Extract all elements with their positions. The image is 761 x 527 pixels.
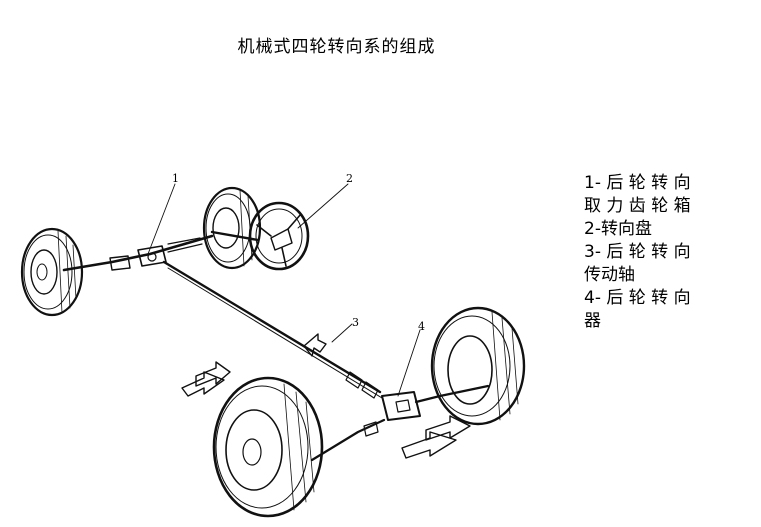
rear-right-motion-arrow	[401, 415, 471, 459]
rear-steering-gear	[310, 384, 490, 462]
callout-leader-2	[297, 183, 349, 229]
legend-line: 2-转向盘	[584, 219, 652, 239]
callout-number-1: 1	[172, 172, 179, 185]
callout-number-2: 2	[346, 172, 353, 185]
rear-left-motion-arrow	[181, 361, 231, 397]
legend-line: 器	[584, 311, 601, 331]
rear-right-wheel	[430, 306, 526, 426]
callout-leader-1	[147, 183, 176, 255]
callout-leader-3	[331, 323, 353, 343]
front-left-wheel	[20, 227, 84, 317]
front-axle-assembly	[62, 234, 214, 272]
legend-line: 1- 后 轮 转 向	[584, 173, 691, 193]
legend-line: 4- 后 轮 转 向	[584, 288, 691, 308]
rear-steering-transmission-shaft	[162, 260, 383, 399]
diagram-title: 机械式四轮转向系的组成	[237, 37, 436, 57]
shaft-motion-arrow	[303, 333, 327, 357]
steering-wheel	[210, 201, 310, 271]
callout-number-4: 4	[418, 320, 425, 333]
legend-line: 3- 后 轮 转 向	[584, 242, 691, 262]
legend: 1- 后 轮 转 向 取 力 齿 轮 箱 2-转向盘 3- 后 轮 转 向 传动…	[584, 172, 724, 333]
callout-number-3: 3	[352, 316, 359, 329]
legend-line: 取 力 齿 轮 箱	[584, 196, 691, 216]
legend-line: 传动轴	[584, 265, 635, 285]
callout-leader-4	[397, 329, 421, 397]
rear-left-wheel	[212, 376, 324, 518]
